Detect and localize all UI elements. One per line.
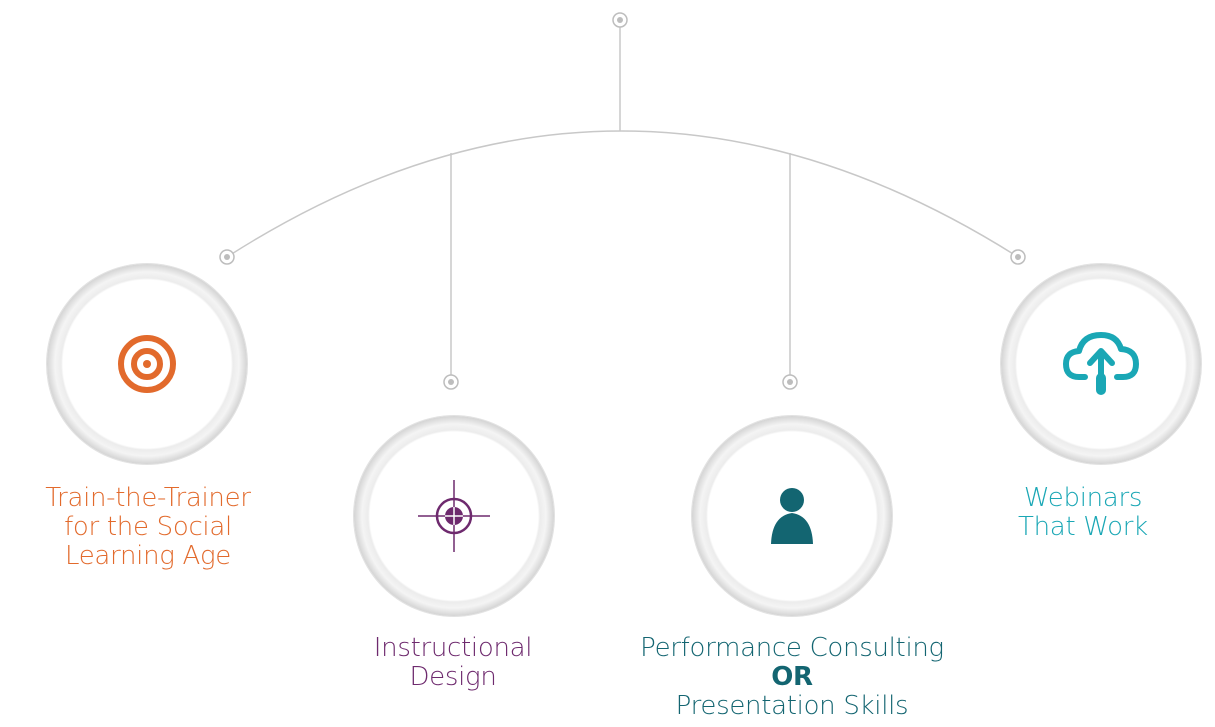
- cloud-upload-icon: [1063, 332, 1139, 395]
- connector-dot-instructional: [443, 374, 459, 390]
- label-line: Design: [409, 662, 497, 692]
- label-performance-consulting: Performance Consulting OR Presentation S…: [592, 634, 992, 721]
- main-arc: [226, 130, 1019, 258]
- target-icon: [118, 335, 176, 393]
- label-webinars: Webinars That Work: [951, 484, 1215, 542]
- label-line: Webinars: [1023, 483, 1143, 513]
- node-instructional-design: [354, 416, 554, 616]
- label-line: for the Social: [64, 512, 232, 542]
- node-performance-consulting: [692, 416, 892, 616]
- label-line: Instructional: [373, 633, 533, 663]
- label-or: OR: [771, 662, 813, 692]
- label-line: Learning Age: [64, 541, 232, 571]
- label-train-the-trainer: Train-the-Trainer for the Social Learnin…: [0, 484, 296, 571]
- label-line: Train-the-Trainer: [45, 483, 251, 513]
- person-icon: [771, 488, 813, 544]
- label-instructional-design: Instructional Design: [303, 634, 603, 692]
- label-line: Presentation Skills: [675, 691, 909, 721]
- label-line: Performance Consulting: [640, 633, 944, 663]
- connector-dot-performance: [782, 374, 798, 390]
- label-line: That Work: [1018, 512, 1148, 542]
- connector-dot-right: [1010, 249, 1026, 265]
- node-train-the-trainer: [47, 264, 247, 464]
- node-webinars: [1001, 264, 1201, 464]
- connector-dot-top: [612, 12, 628, 28]
- crosshair-icon: [418, 480, 490, 552]
- connector-dot-left: [219, 249, 235, 265]
